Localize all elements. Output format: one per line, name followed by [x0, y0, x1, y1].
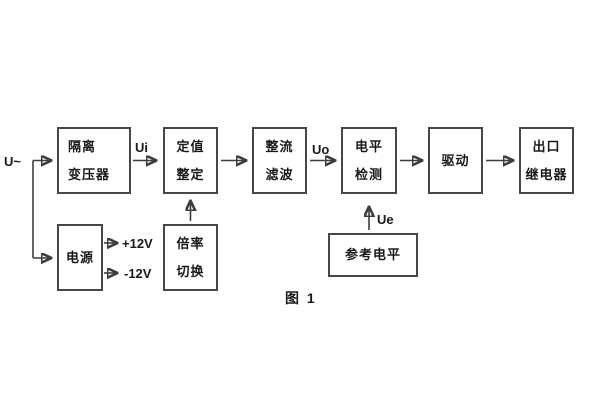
- block-label: 继电器: [525, 166, 568, 182]
- block-rectifier-filter: 整流 滤波: [252, 127, 307, 194]
- block-label: 检测: [354, 166, 383, 182]
- block-drive: 驱动: [428, 127, 483, 194]
- label-rail-negative: -12V: [124, 266, 152, 281]
- block-label: 出口: [532, 138, 561, 154]
- block-reference-level: 参考电平: [328, 233, 418, 277]
- block-label: 定值: [176, 138, 205, 154]
- label-ue: Ue: [377, 212, 394, 227]
- block-level-detection: 电平 检测: [341, 127, 397, 194]
- block-label: 滤波: [265, 166, 294, 182]
- block-label: 隔离: [68, 138, 97, 154]
- label-uo: Uo: [312, 142, 330, 157]
- block-label: 变压器: [68, 166, 111, 182]
- block-label: 切换: [176, 263, 205, 279]
- block-ratio-switch: 倍率 切换: [163, 224, 218, 291]
- figure-caption: 图 1: [285, 290, 317, 306]
- block-label: 电源: [65, 249, 94, 265]
- block-label: 驱动: [441, 152, 470, 168]
- block-label: 参考电平: [344, 247, 401, 262]
- label-rail-positive: +12V: [122, 236, 153, 251]
- label-ui: Ui: [135, 140, 148, 155]
- block-value-setting: 定值 整定: [163, 127, 218, 194]
- block-label: 整定: [176, 166, 205, 182]
- block-power-supply: 电源: [57, 224, 103, 291]
- block-label: 倍率: [176, 235, 205, 251]
- block-output-relay: 出口 继电器: [519, 127, 574, 194]
- block-label: 电平: [354, 138, 383, 154]
- label-input-voltage: U~: [4, 154, 21, 169]
- block-label: 整流: [265, 138, 294, 154]
- block-isolation-transformer: 隔离 变压器: [57, 127, 131, 194]
